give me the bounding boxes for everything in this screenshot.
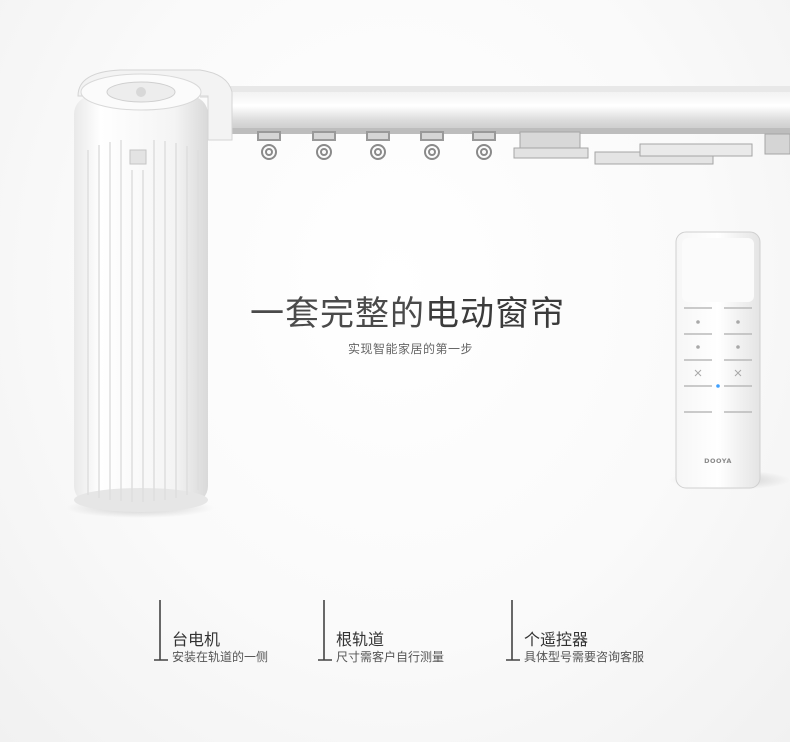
feature-desc: 尺寸需客户自行测量 bbox=[336, 650, 445, 664]
feature-title: 台电机 bbox=[172, 630, 221, 649]
curtain-rail bbox=[200, 86, 790, 134]
feature-desc: 具体型号需要咨询客服 bbox=[524, 650, 645, 664]
remote-brand-logo: DOOYA bbox=[704, 457, 732, 465]
headline: 一套完整的电动窗帘 bbox=[250, 286, 610, 335]
feature-title: 个遥控器 bbox=[524, 630, 589, 649]
rail-hook bbox=[366, 131, 390, 160]
master-carrier bbox=[513, 131, 790, 165]
subheadline: 实现智能家居的第一步 bbox=[348, 342, 474, 356]
headline-part2: 电动窗帘 bbox=[425, 294, 565, 334]
motor-unit bbox=[66, 69, 233, 518]
rail-hook bbox=[312, 131, 336, 160]
rail-hook bbox=[472, 131, 496, 160]
bracket-icon bbox=[318, 600, 332, 661]
headline-part1: 一套完整的 bbox=[250, 294, 425, 334]
bracket-icon bbox=[506, 600, 520, 661]
remote-control: DOOYA bbox=[670, 231, 790, 490]
bracket-icon bbox=[154, 600, 168, 661]
rail-hook bbox=[257, 131, 281, 160]
rail-hook bbox=[420, 131, 444, 160]
feature-title: 根轨道 bbox=[336, 630, 385, 649]
feature-desc: 安装在轨道的一侧 bbox=[172, 650, 269, 664]
